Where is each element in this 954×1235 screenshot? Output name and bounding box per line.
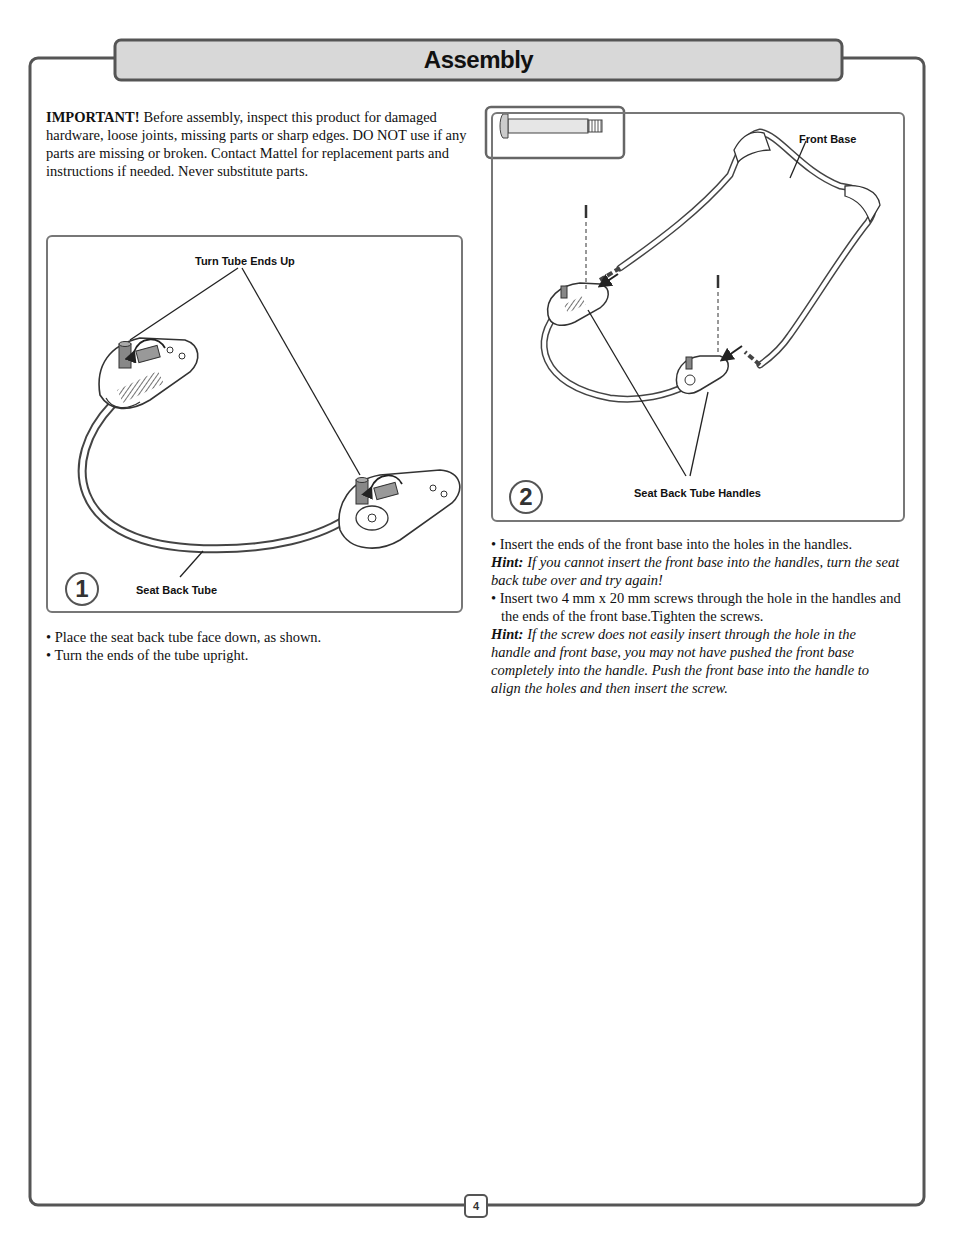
text-block: IMPORTANT!Before assembly, inspect this … bbox=[46, 108, 468, 180]
step-panel: Turn Tube Ends Up Seat Back Tube 1 bbox=[46, 235, 463, 613]
step-number: 2 bbox=[509, 480, 543, 514]
page-frame bbox=[30, 58, 924, 1205]
text-block: • Turn the ends of the tube upright. bbox=[46, 646, 461, 664]
part-label: Seat Back Tube bbox=[136, 584, 217, 596]
text-block: • Insert the ends of the front base into… bbox=[491, 535, 909, 553]
instruction-text: • Insert the ends of the front base into… bbox=[491, 536, 852, 552]
emphasis-label: Hint: bbox=[491, 626, 523, 642]
step-panel: Front BaseSeat Back Tube Handles 2 bbox=[491, 112, 905, 522]
front-base-figure bbox=[486, 107, 880, 476]
text-block: Hint:If you cannot insert the front base… bbox=[491, 553, 909, 589]
instruction-text: If you cannot insert the front base into… bbox=[491, 554, 899, 588]
callout-number: 1 bbox=[75, 577, 88, 601]
step-number: 1 bbox=[65, 572, 99, 606]
page-number-text: 4 bbox=[473, 1201, 479, 1212]
title-bar bbox=[115, 40, 842, 80]
page-number: 4 bbox=[464, 1194, 488, 1218]
instruction-text: • Turn the ends of the tube upright. bbox=[46, 647, 248, 663]
text-block: • Place the seat back tube face down, as… bbox=[46, 628, 461, 646]
instruction-text: • Place the seat back tube face down, as… bbox=[46, 629, 321, 645]
part-label: Front Base bbox=[799, 133, 856, 145]
instruction-text: If the screw does not easily insert thro… bbox=[491, 626, 869, 696]
callout-number: 2 bbox=[519, 485, 532, 509]
emphasis-label: Hint: bbox=[491, 554, 523, 570]
part-label: Turn Tube Ends Up bbox=[195, 255, 295, 267]
emphasis-label: IMPORTANT! bbox=[46, 109, 139, 125]
seat-back-tube-figure bbox=[82, 268, 460, 577]
text-block: • Insert two 4 mm x 20 mm screws through… bbox=[491, 589, 909, 625]
instruction-text: • Insert two 4 mm x 20 mm screws through… bbox=[491, 590, 901, 624]
text-block: Hint:If the screw does not easily insert… bbox=[491, 625, 891, 697]
page-title: Assembly bbox=[115, 42, 842, 78]
part-label: Seat Back Tube Handles bbox=[634, 487, 761, 499]
